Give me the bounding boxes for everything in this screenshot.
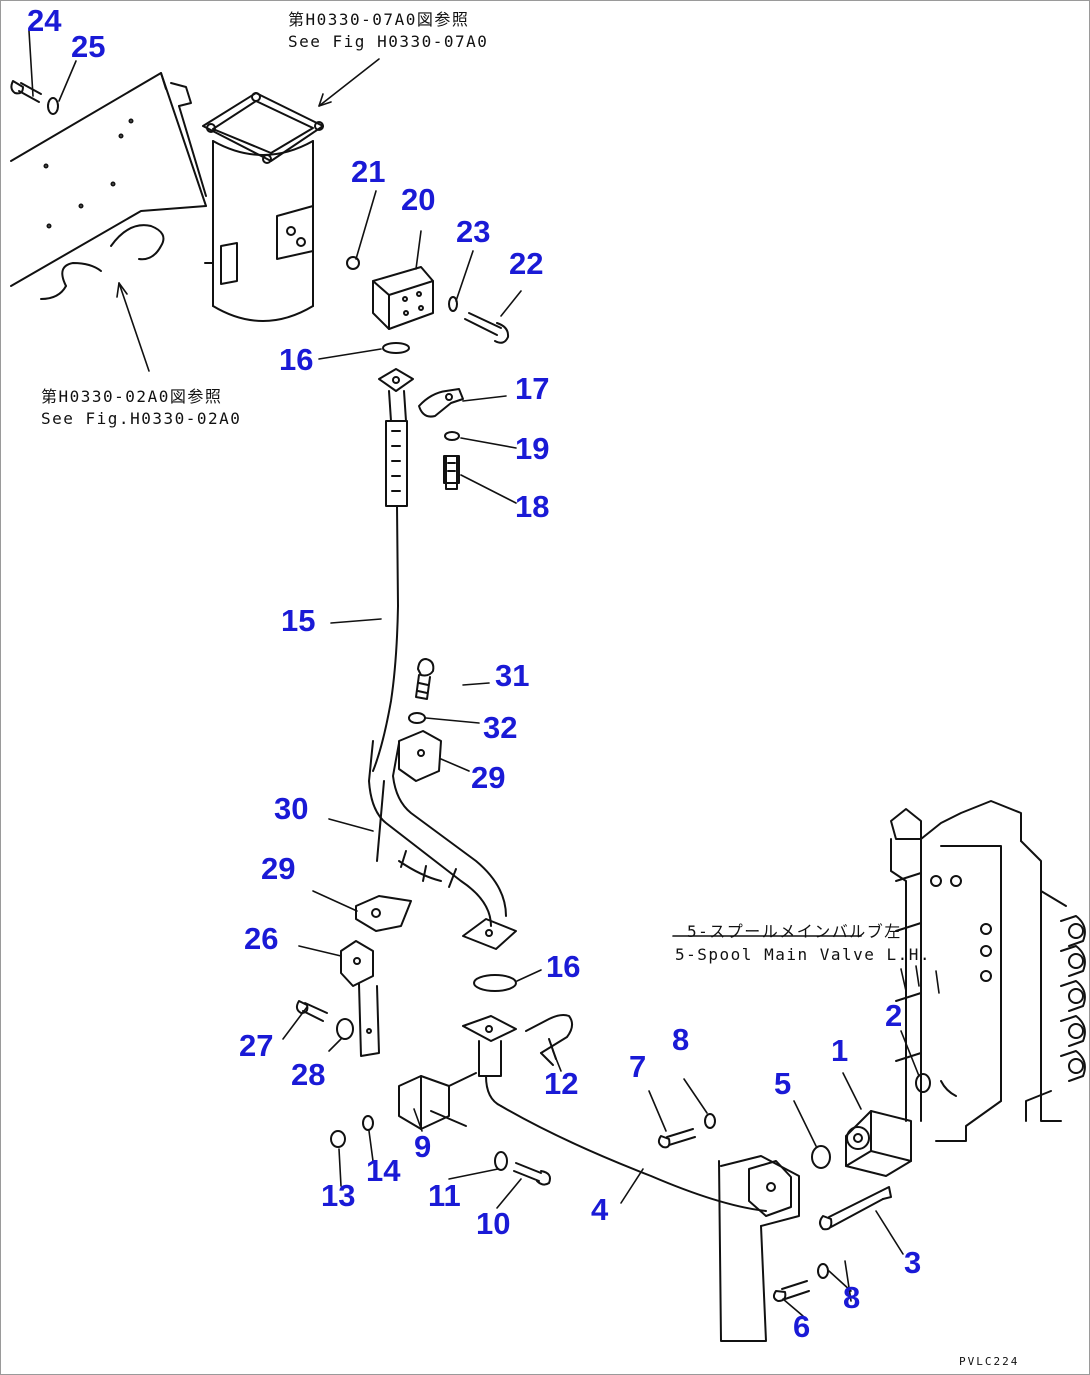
- bracket-26: [340, 940, 380, 1057]
- callout-17: 17: [515, 371, 550, 406]
- bolt-31: [415, 658, 435, 700]
- callout-19: 19: [515, 431, 550, 466]
- callout-2: 2: [885, 998, 903, 1033]
- callout-16-upper: 16: [279, 342, 314, 377]
- hose-30: [368, 740, 517, 950]
- bolt-18: [443, 455, 460, 490]
- washer-28: [336, 1018, 354, 1040]
- pump-bracket: [718, 1155, 800, 1342]
- bracket-29-upper: [398, 730, 442, 782]
- adapter-block: [372, 266, 434, 330]
- bolt-10: [513, 1162, 551, 1186]
- callout-27: 27: [239, 1028, 274, 1063]
- callout-16-lower: 16: [546, 949, 581, 984]
- o-ring-2: [915, 1073, 931, 1093]
- callout-31: 31: [495, 658, 530, 693]
- o-ring-16-lower: [473, 974, 517, 992]
- callout-29-upper: 29: [471, 760, 506, 795]
- main-valve: [890, 800, 1086, 1142]
- callout-8-lower: 8: [843, 1280, 861, 1315]
- callout-11: 11: [428, 1178, 461, 1213]
- valve-label-en: 5-Spool Main Valve L.H.: [675, 945, 932, 964]
- washer-23: [448, 296, 458, 312]
- callout-6: 6: [793, 1309, 811, 1344]
- callout-25: 25: [71, 29, 106, 64]
- washer-11: [494, 1151, 508, 1171]
- callout-7: 7: [629, 1049, 647, 1084]
- callout-29-lower: 29: [261, 851, 296, 886]
- nut-13: [330, 1130, 346, 1148]
- callout-5: 5: [774, 1066, 792, 1101]
- callout-20: 20: [401, 182, 436, 217]
- washer-14: [362, 1115, 374, 1131]
- drawing-code: PVLC224: [959, 1355, 1020, 1368]
- washer-19: [444, 431, 460, 441]
- o-ring-21: [346, 256, 360, 270]
- elbow-12: [525, 1014, 573, 1066]
- leader-lines: [28, 30, 920, 1317]
- callout-8-upper: 8: [672, 1022, 690, 1057]
- bolt-3: [819, 1186, 892, 1231]
- reference-left-en: See Fig.H0330-02A0: [41, 409, 242, 428]
- o-ring-16-upper: [382, 342, 410, 354]
- callout-10: 10: [476, 1206, 511, 1241]
- washer-8-upper: [704, 1113, 716, 1129]
- clamp-17: [418, 388, 464, 418]
- bolt-24: [10, 80, 42, 103]
- pump-body-1: [845, 1110, 912, 1177]
- flange-fitting: [462, 1015, 517, 1107]
- reference-top-jp: 第H0330-07A0図参照: [288, 10, 470, 29]
- callout-3: 3: [904, 1245, 922, 1280]
- bolt-6: [772, 1280, 810, 1302]
- hose-15: [372, 368, 414, 772]
- bolt-7: [657, 1128, 696, 1149]
- washer-32: [408, 712, 426, 724]
- callout-26: 26: [244, 921, 279, 956]
- reference-top-en: See Fig H0330-07A0: [288, 32, 489, 51]
- callout-18: 18: [515, 489, 550, 524]
- reference-left-jp: 第H0330-02A0図参照: [41, 387, 223, 406]
- bolt-22: [464, 312, 510, 344]
- callout-4: 4: [591, 1192, 609, 1227]
- callout-22: 22: [509, 246, 544, 281]
- callout-32: 32: [483, 710, 518, 745]
- callout-21: 21: [351, 154, 386, 189]
- callout-9: 9: [414, 1129, 432, 1164]
- callout-13: 13: [321, 1178, 356, 1213]
- bracket-9: [398, 1072, 477, 1130]
- mounting-plate: [10, 72, 207, 300]
- callout-1: 1: [831, 1033, 849, 1068]
- bolt-27: [295, 1000, 328, 1022]
- washer-25: [47, 97, 59, 115]
- hose-4: [500, 1105, 767, 1212]
- gasket-5: [811, 1145, 831, 1169]
- callout-12: 12: [544, 1066, 579, 1101]
- callout-24: 24: [27, 3, 62, 38]
- washer-8-lower: [817, 1263, 829, 1279]
- valve-label-jp: 5-スプールメインバルブ左: [687, 922, 902, 941]
- callout-15: 15: [281, 603, 316, 638]
- callout-30: 30: [274, 791, 309, 826]
- filter-canister: [202, 92, 324, 322]
- callout-28: 28: [291, 1057, 326, 1092]
- callout-14: 14: [366, 1153, 401, 1188]
- callout-23: 23: [456, 214, 491, 249]
- reference-arrows: [116, 58, 940, 1302]
- bracket-29-lower: [355, 895, 412, 932]
